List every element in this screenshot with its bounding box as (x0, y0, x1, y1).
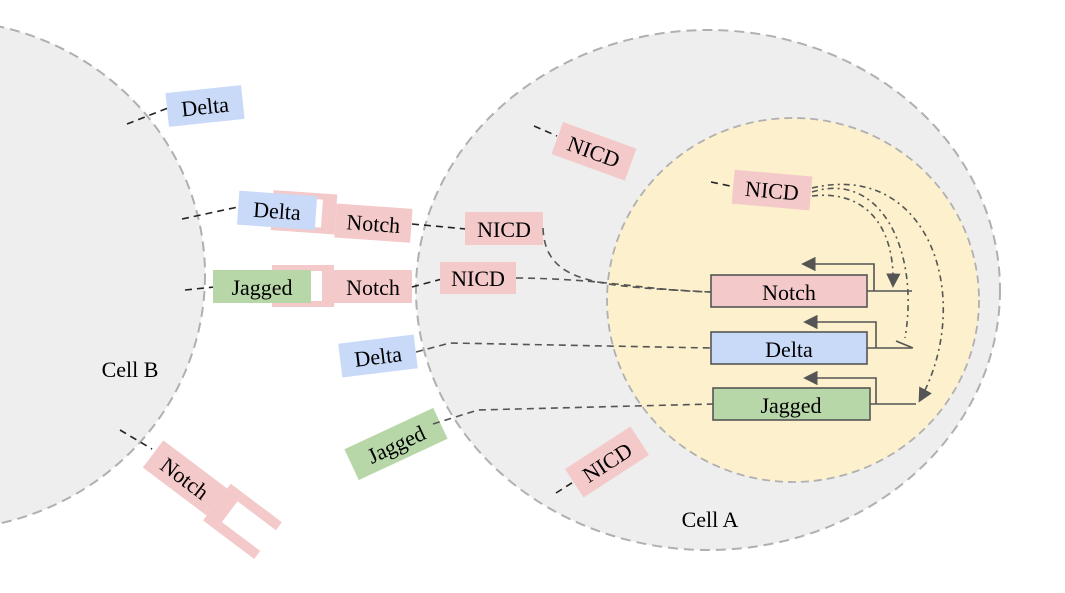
gene-notch: Notch (710, 274, 868, 308)
notch-receptor-2 (334, 270, 412, 303)
cell-a-label: Cell A (682, 507, 739, 532)
svg-text:Delta: Delta (765, 337, 813, 362)
nicd-2: NICD (440, 262, 516, 294)
svg-text:Jagged: Jagged (760, 393, 821, 418)
svg-text:NICD: NICD (451, 266, 505, 291)
nicd-nucleus: NICD (731, 169, 813, 211)
notch-delta-complex: Delta Notch (236, 190, 413, 243)
jagged-ligand-bound (213, 270, 311, 303)
gene-delta: Delta (710, 331, 868, 365)
delta-membrane: Delta (338, 334, 418, 378)
svg-text:NICD: NICD (477, 217, 531, 242)
notch-jagged-complex: Jagged Notch (213, 265, 412, 307)
delta-ligand-top: Delta (165, 85, 245, 127)
svg-text:Delta: Delta (353, 341, 404, 372)
delta-ligand-bound (236, 190, 318, 231)
cell-b-label: Cell B (102, 357, 159, 382)
nicd-1: NICD (465, 212, 543, 245)
svg-text:Delta: Delta (252, 197, 302, 225)
svg-text:Delta: Delta (180, 92, 230, 122)
svg-text:NICD: NICD (744, 176, 800, 206)
gene-jagged: Jagged (712, 387, 871, 421)
notch-receptor-1 (334, 203, 413, 243)
notch-free: Notch (142, 440, 282, 559)
svg-text:Notch: Notch (346, 209, 401, 238)
cell-b-body (0, 25, 206, 525)
svg-text:Jagged: Jagged (231, 275, 292, 300)
jagged-membrane: Jagged (344, 407, 448, 481)
svg-text:Notch: Notch (762, 280, 816, 305)
svg-text:Notch: Notch (346, 275, 400, 300)
